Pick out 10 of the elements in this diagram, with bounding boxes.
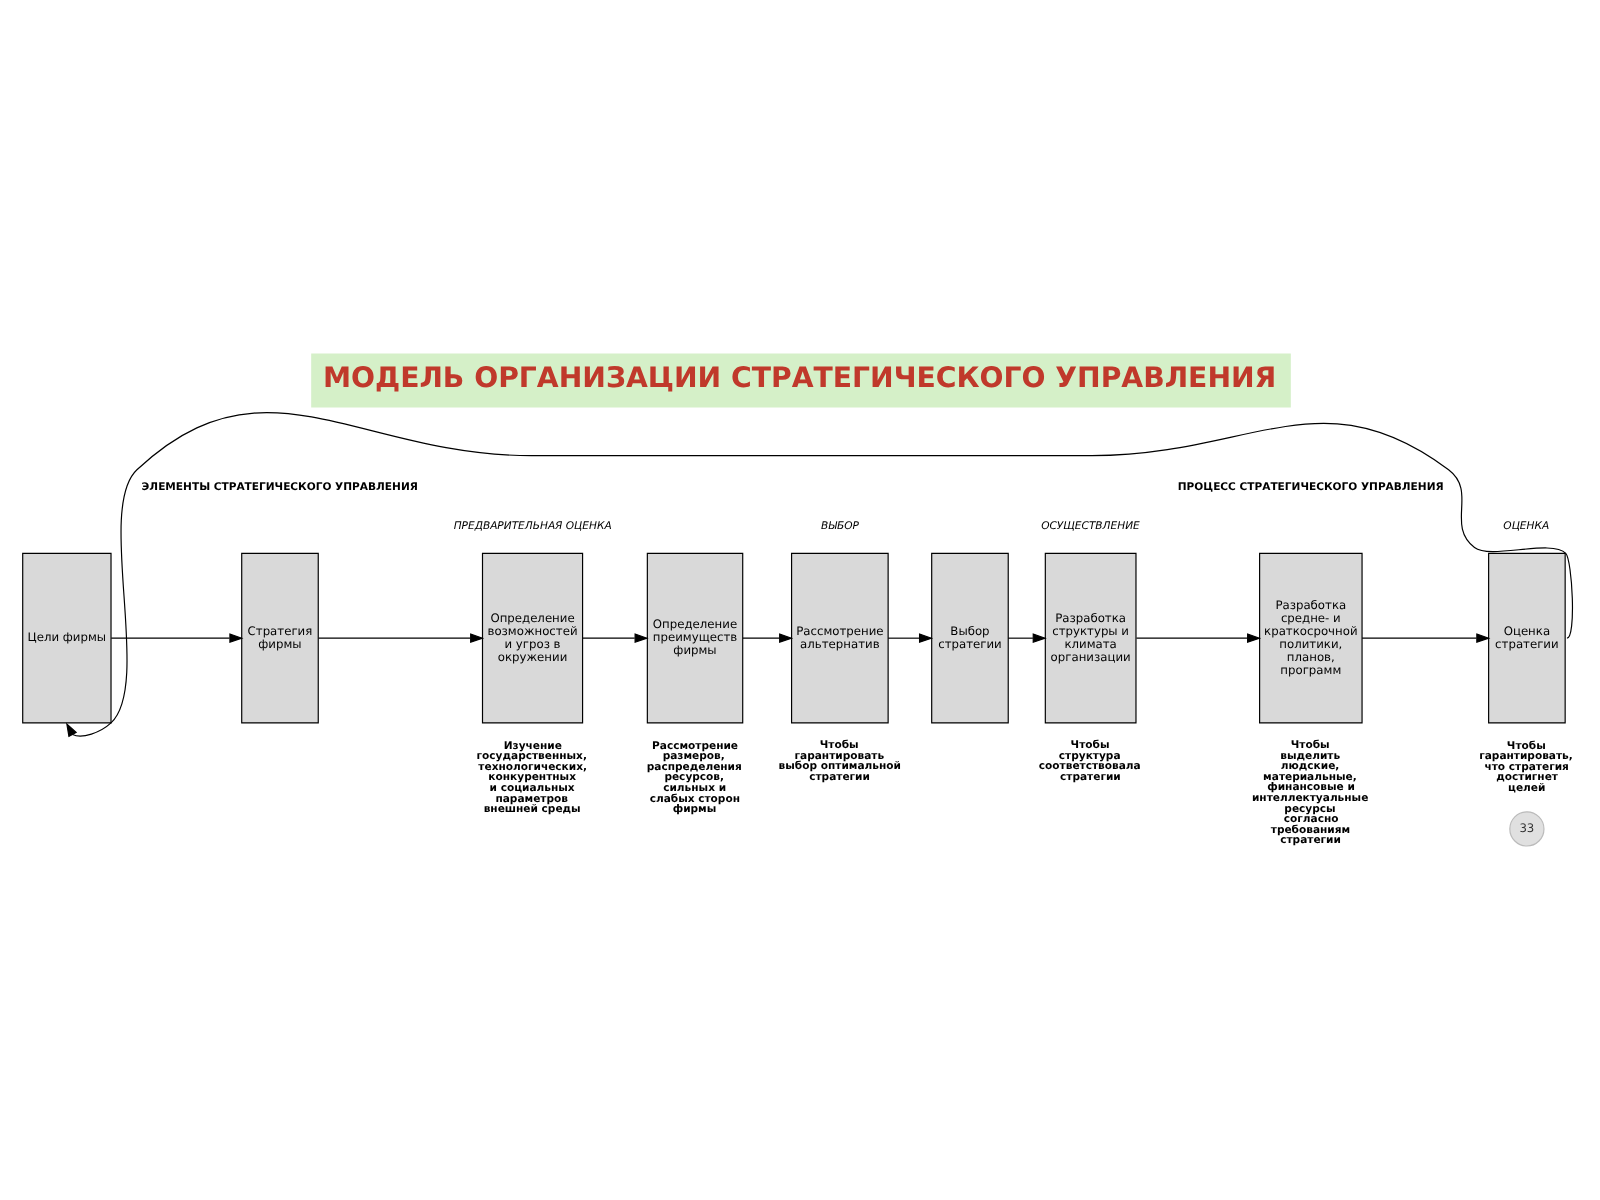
arrow [886,633,933,644]
arrow [1134,633,1261,644]
diagram-title: МОДЕЛЬ ОРГАНИЗАЦИИ СТРАТЕГИЧЕСКОГО УПРАВЛЕНИЯ [321,362,1276,395]
arrow [1006,633,1046,644]
arrow [581,633,648,644]
arrow [317,633,484,644]
arrow [1360,633,1490,644]
arrow [109,633,243,644]
arrow [65,412,1573,738]
arrow [741,633,793,644]
